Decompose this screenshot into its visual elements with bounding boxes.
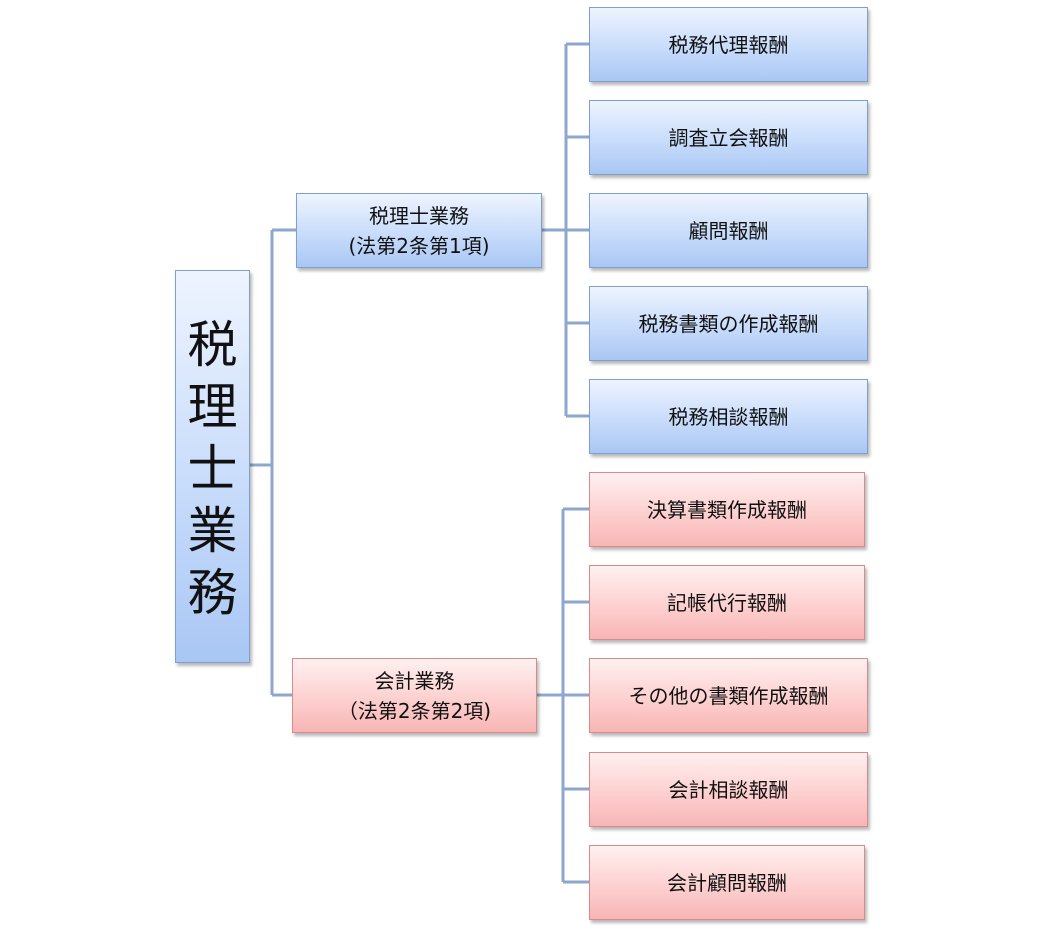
tax-item-node: 顧問報酬 — [589, 193, 868, 268]
root-char: 理 — [187, 377, 238, 436]
group-accounting-article: （法第2条第2項) — [337, 698, 492, 723]
accounting-item-node: その他の書類作成報酬 — [589, 658, 868, 733]
tax-item-label: 税務書類の作成報酬 — [638, 311, 819, 336]
tax-item-node: 税務書類の作成報酬 — [589, 286, 868, 361]
accounting-item-label: 会計相談報酬 — [668, 777, 789, 802]
group-tax-title: 税理士業務 — [369, 203, 469, 228]
tax-item-label: 調査立会報酬 — [668, 125, 789, 150]
group-accounting-title: 会計業務 — [374, 668, 455, 693]
group-tax-article: (法第2条第1項) — [348, 233, 490, 258]
root-char: 士 — [187, 439, 238, 498]
root-char: 業 — [187, 501, 238, 560]
tax-item-node: 税務代理報酬 — [589, 7, 868, 82]
tax-item-label: 顧問報酬 — [688, 218, 769, 243]
accounting-item-label: 決算書類作成報酬 — [647, 497, 807, 522]
accounting-item-node: 会計相談報酬 — [589, 752, 868, 827]
tax-item-label: 税務代理報酬 — [668, 32, 789, 57]
group-accounting-node: 会計業務 （法第2条第2項) — [292, 658, 537, 733]
accounting-item-node: 会計顧問報酬 — [589, 845, 865, 920]
tax-item-node: 調査立会報酬 — [589, 100, 868, 175]
tax-item-node: 税務相談報酬 — [589, 379, 868, 454]
tax-item-label: 税務相談報酬 — [668, 404, 789, 429]
root-char: 務 — [187, 563, 238, 622]
accounting-item-node: 決算書類作成報酬 — [589, 472, 865, 547]
accounting-item-label: その他の書類作成報酬 — [628, 683, 829, 708]
accounting-item-node: 記帳代行報酬 — [589, 565, 865, 640]
root-node: 税 理 士 業 務 — [175, 270, 250, 663]
accounting-item-label: 会計顧問報酬 — [667, 870, 787, 895]
accounting-item-label: 記帳代行報酬 — [667, 590, 787, 615]
group-tax-node: 税理士業務 (法第2条第1項) — [296, 193, 542, 268]
root-char: 税 — [187, 315, 238, 374]
